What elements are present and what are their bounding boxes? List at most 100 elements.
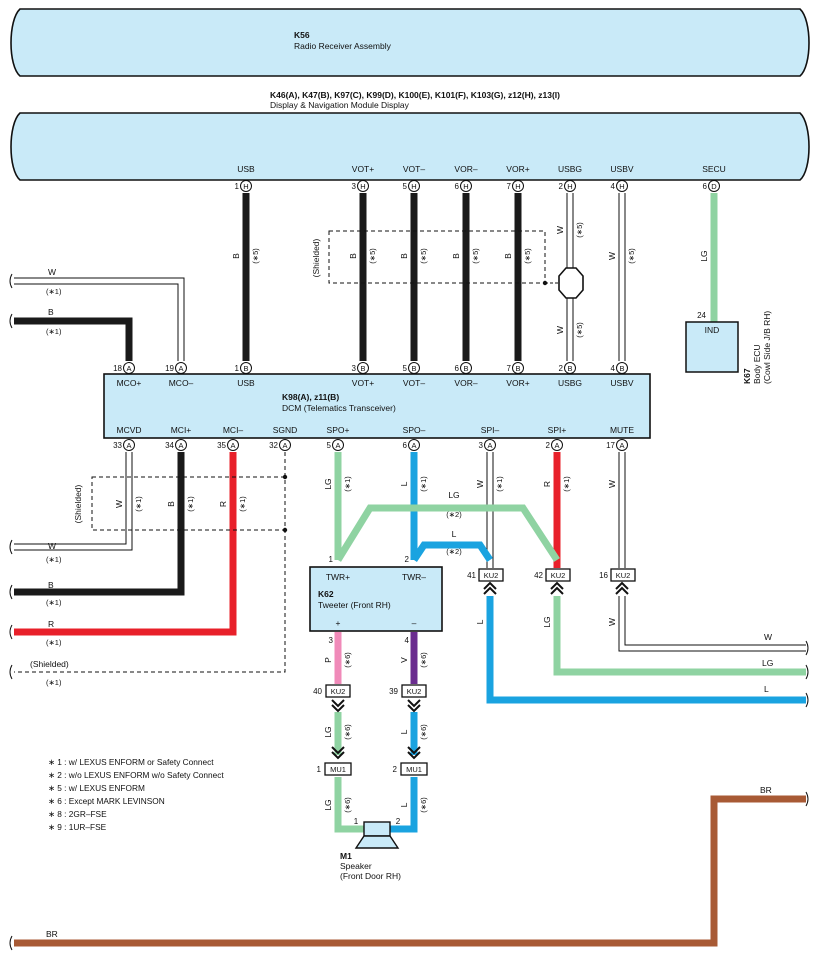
diagram-label: (∗1) <box>46 598 62 607</box>
display-navigation-module <box>10 112 810 181</box>
diagram-label: (∗1) <box>562 476 571 492</box>
diagram-label: 2 <box>546 441 551 450</box>
diagram-label: L <box>399 802 409 807</box>
diagram-label: A <box>282 441 287 450</box>
diagram-label: L <box>399 481 409 486</box>
diagram-label: KU2 <box>616 571 631 580</box>
shielded-label: (Shielded) <box>311 238 321 277</box>
display-pin-label: VOR– <box>454 164 477 174</box>
diagram-label: (∗1) <box>46 287 62 296</box>
diagram-label: B <box>166 501 176 507</box>
diagram-label: V <box>399 657 409 663</box>
dcm-code: K98(A), z11(B) <box>282 392 339 402</box>
diagram-label: VOR– <box>454 378 477 388</box>
diagram-label: MCI+ <box>171 425 192 435</box>
radio-receiver-code: K56 <box>294 30 310 40</box>
diagram-label: USBG <box>558 378 582 388</box>
footnotes: ∗ 1 : w/ LEXUS ENFORM or Safety Connect … <box>48 757 224 832</box>
diagram-label: LG <box>448 490 459 500</box>
dcm-lower-wire-labels: (Shielded) W (∗1) B (∗1) R (∗1) LG (∗1) … <box>30 476 617 687</box>
diagram-label: 1 <box>317 765 322 774</box>
body-ecu: 24 IND K67 Body ECU (Cowl Side J/B RH) <box>685 311 772 384</box>
diagram-label: IND <box>705 325 720 335</box>
diagram-label: MU1 <box>330 765 346 774</box>
diagram-label: (∗1) <box>46 678 62 687</box>
diagram-label: 3 <box>329 636 334 645</box>
dcm-name: DCM (Telematics Transceiver) <box>282 403 396 413</box>
footnote: ∗ 8 : 2GR–FSE <box>48 809 107 819</box>
diagram-label: L <box>764 684 769 694</box>
display-pins: 1 H 3 H 5 H 6 H 7 H 2 H 4 H 6 D <box>235 180 720 192</box>
diagram-label: A <box>554 441 559 450</box>
diagram-label: W <box>114 500 124 508</box>
diagram-label: 2 <box>396 817 401 826</box>
diagram-label: W <box>607 252 617 260</box>
diagram-label: BR <box>46 929 58 939</box>
br-wire: BR BR <box>9 785 809 951</box>
diagram-label: W <box>607 618 617 626</box>
diagram-label: W <box>607 480 617 488</box>
diagram-label: B <box>360 364 365 373</box>
diagram-label: VOT– <box>403 378 425 388</box>
diagram-label: 1 <box>329 555 334 564</box>
diagram-label: MCVD <box>116 425 141 435</box>
display-pin-label: USB <box>237 164 255 174</box>
shield-box-upper: (Shielded) <box>311 230 584 299</box>
diagram-label: B <box>348 253 358 259</box>
diagram-label: Speaker <box>340 861 372 871</box>
diagram-label: (∗5) <box>575 322 584 338</box>
diagram-label: 4 <box>611 364 616 373</box>
diagram-label: W <box>48 541 56 551</box>
diagram-label: 2 <box>559 182 564 191</box>
diagram-label: VOR+ <box>506 378 529 388</box>
diagram-label: (∗6) <box>343 652 352 668</box>
diagram-label: B <box>48 307 54 317</box>
display-pin-label: USBG <box>558 164 582 174</box>
diagram-label: + <box>336 618 341 628</box>
diagram-label: 7 <box>507 182 512 191</box>
diagram-label: B <box>399 253 409 259</box>
diagram-label: (∗1) <box>186 496 195 512</box>
diagram-label: A <box>411 441 416 450</box>
diagram-label: H <box>567 182 572 191</box>
speaker-chain: P (∗6) V (∗6) KU2 40 KU2 39 LG (∗6) L (∗… <box>313 632 428 833</box>
diagram-label: (∗1) <box>46 327 62 336</box>
diagram-label: B <box>503 253 513 259</box>
diagram-label: (Shielded) <box>73 484 83 523</box>
diagram-label: 6 <box>455 182 460 191</box>
diagram-label: A <box>178 364 183 373</box>
speaker-front-door-rh: 1 2 M1 Speaker (Front Door RH) <box>340 817 401 881</box>
diagram-label: 2 <box>393 765 398 774</box>
diagram-label: A <box>487 441 492 450</box>
display-pin-label: VOR+ <box>506 164 529 174</box>
diagram-label: B <box>48 580 54 590</box>
diagram-label: A <box>178 441 183 450</box>
diagram-label: 4 <box>405 636 410 645</box>
diagram-label: LG <box>323 799 333 810</box>
ku2-right-connectors: KU2 41 KU2 42 KU2 16 L LG W W LG L <box>467 568 809 708</box>
footnote: ∗ 5 : w/ LEXUS ENFORM <box>48 783 145 793</box>
diagram-label: (∗6) <box>419 724 428 740</box>
diagram-label: H <box>360 182 365 191</box>
diagram-label: W <box>764 632 772 642</box>
diagram-label: L <box>452 529 457 539</box>
diagram-label: KU2 <box>407 687 422 696</box>
diagram-label: (∗6) <box>343 724 352 740</box>
diagram-label: (∗2) <box>446 547 462 556</box>
diagram-label: SPO+ <box>327 425 350 435</box>
diagram-label: H <box>243 182 248 191</box>
tweeter-code: K62 <box>318 589 334 599</box>
diagram-label: 35 <box>217 441 226 450</box>
diagram-label: A <box>126 441 131 450</box>
upper-wire-labels: B (∗5) B (∗5) B (∗5) B (∗5) B (∗5) W (∗5… <box>231 222 709 338</box>
diagram-label: (∗5) <box>419 248 428 264</box>
display-module-code: K46(A), K47(B), K97(C), K99(D), K100(E),… <box>270 90 560 100</box>
diagram-label: B <box>515 364 520 373</box>
diagram-label: USB <box>237 378 255 388</box>
diagram-label: (∗5) <box>575 222 584 238</box>
diagram-label: Tweeter (Front RH) <box>318 600 391 610</box>
diagram-label: 6 <box>703 182 708 191</box>
diagram-label: L <box>399 729 409 734</box>
diagram-label: LG <box>542 616 552 627</box>
diagram-label: B <box>411 364 416 373</box>
